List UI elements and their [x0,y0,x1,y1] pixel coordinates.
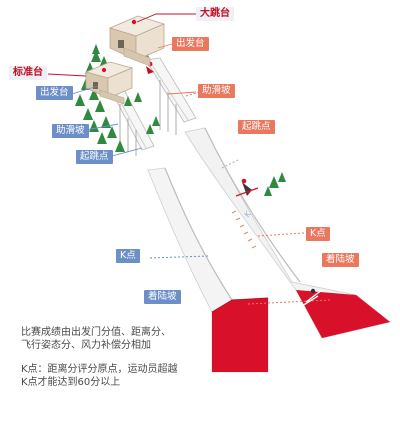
kpoint-note: K点：距离分评分原点，运动员超越 K点才能达到60分以上 [21,363,196,389]
label-big-kpoint: K点 [306,227,330,241]
normal-hill-outrun-red [212,298,268,372]
big-hill-tower [108,15,166,67]
svg-text:K: K [243,209,254,219]
normal-hill-tower [84,61,134,105]
big-hill-slope: K [184,127,391,339]
skier-flying [235,178,259,197]
label-big-landing: 着陆坡 [322,253,359,267]
label-normal-hill: 标准台 [9,66,47,80]
label-big-start: 出发台 [172,37,209,51]
label-normal-takeoff: 起跳点 [76,150,113,164]
scoring-note: 比赛成绩由出发门分值、距离分、 飞行姿态分、风力补偿分相加 [21,326,196,352]
label-normal-inrun: 助滑坡 [52,124,89,138]
leader-lines [47,13,197,157]
label-big-inrun: 助滑坡 [198,84,235,98]
label-normal-kpoint: K点 [116,249,140,263]
normal-hill-slope [147,167,269,373]
skier-landed [301,288,323,307]
kpoint-note-line1: K点：距离分评分原点，运动员超越 [21,364,178,375]
label-big-hill: 大跳台 [196,7,234,21]
normal-hill-marker-dot [101,67,107,73]
label-normal-start: 出发台 [36,86,73,100]
big-hill-marker-dot [131,19,137,25]
big-hill-outrun-red [296,290,390,338]
scoring-note-line1: 比赛成绩由出发门分值、距离分、 [21,327,171,338]
scoring-note-line2: 飞行姿态分、风力补偿分相加 [21,340,151,351]
label-normal-landing: 着陆坡 [144,290,181,304]
label-big-takeoff: 起跳点 [238,120,275,134]
kpoint-note-line2: K点才能达到60分以上 [21,377,121,388]
